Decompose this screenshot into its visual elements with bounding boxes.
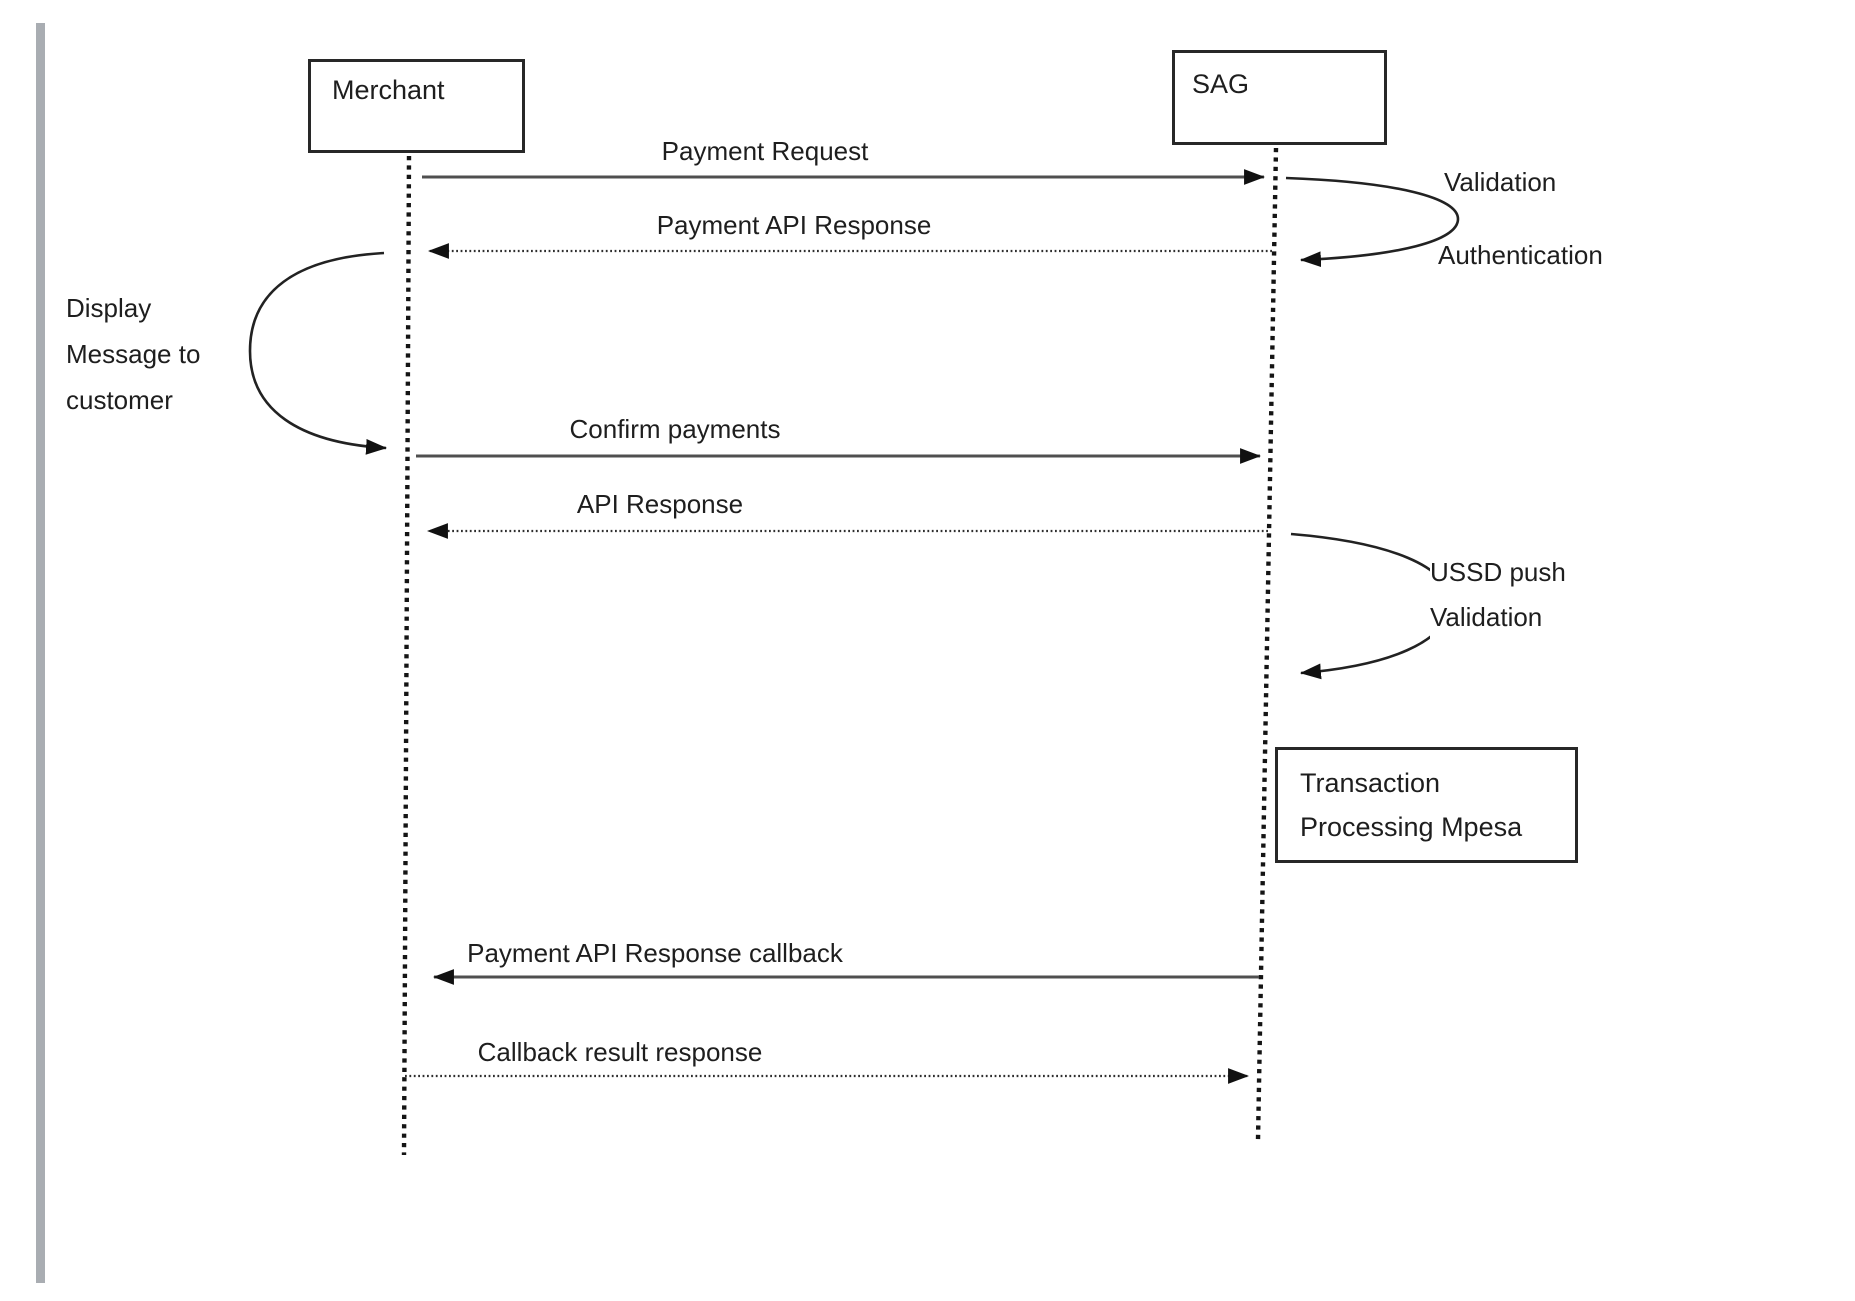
- annotation-ussd-push-validation: USSD push Validation: [1430, 550, 1572, 640]
- sag-lifeline: [1255, 147, 1279, 1141]
- message-label-payment-api-response: Payment API Response: [656, 210, 932, 240]
- annotation-authentication: Authentication: [1438, 240, 1603, 270]
- message-label-callback-result-response: Callback result response: [477, 1037, 763, 1067]
- actor-box-merchant: Merchant: [308, 59, 525, 153]
- note-box-line-2: Processing Mpesa: [1300, 812, 1523, 842]
- annotation-ussd-line-1: USSD push: [1430, 550, 1572, 595]
- sag-ussd-push-loop: [1290, 532, 1452, 680]
- annotation-display-line-3: customer: [66, 385, 173, 415]
- message-label-payment-api-response-callback: Payment API Response callback: [467, 938, 843, 968]
- annotation-display-line-1: Display: [66, 293, 152, 323]
- annotation-display-line-2: Message to: [66, 339, 201, 369]
- actor-label-merchant: Merchant: [332, 75, 445, 105]
- actor-label-sag: SAG: [1192, 69, 1250, 99]
- note-box-transaction-processing: Transaction Processing Mpesa: [1275, 747, 1578, 863]
- message-label-confirm-payments: Confirm payments: [569, 414, 781, 444]
- message-label-payment-request: Payment Request: [661, 136, 869, 166]
- annotation-validation: Validation: [1444, 167, 1557, 197]
- annotation-ussd-line-2: Validation: [1430, 595, 1572, 640]
- left-margin-rule: [36, 23, 45, 1283]
- annotation-display-message-to-customer: Display Message to customer: [66, 285, 200, 423]
- merchant-display-message-loop: [248, 251, 388, 455]
- note-box-line-1: Transaction: [1300, 768, 1441, 798]
- sag-validation-authentication-loop: [1285, 176, 1460, 268]
- merchant-lifeline: [401, 155, 412, 1156]
- actor-box-sag: SAG: [1172, 50, 1387, 145]
- message-label-api-response: API Response: [576, 489, 744, 519]
